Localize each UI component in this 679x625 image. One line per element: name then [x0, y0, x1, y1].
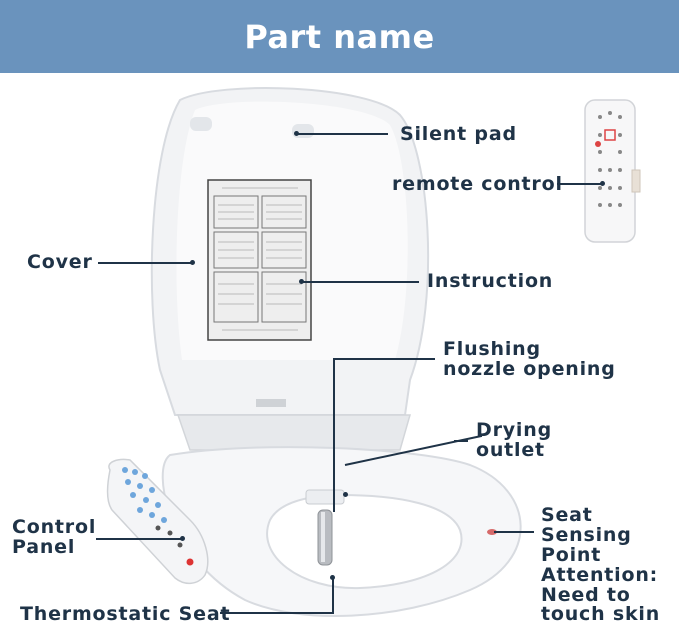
label-thermostatic-seat: Thermostatic Seat: [20, 603, 231, 625]
cover-dot: [190, 260, 195, 265]
control-dot: [180, 536, 185, 541]
label-instruction: Instruction: [427, 270, 554, 292]
label-control-line2: Panel: [12, 536, 76, 558]
seat-line: [494, 531, 534, 533]
label-flushing-line2: nozzle opening: [443, 358, 616, 380]
label-drying-line1: Drying: [476, 419, 552, 441]
label-seat-line2: Sensing: [541, 524, 632, 546]
thermostatic-dot: [330, 575, 335, 580]
silent-pad-line: [296, 133, 388, 135]
instruction-sticker: [207, 179, 312, 341]
control-line: [96, 538, 182, 540]
instruction-line: [301, 281, 419, 283]
cover-line: [98, 262, 194, 264]
drying-dot: [343, 492, 348, 497]
flushing-line-h: [333, 358, 435, 360]
flushing-line-v: [333, 358, 335, 512]
sensing-point: [487, 529, 497, 535]
label-seat-line5: Need to: [541, 584, 631, 606]
page-title: Part name: [244, 17, 435, 56]
toilet-seat-illustration: [106, 87, 641, 618]
label-flushing-line1: Flushing: [443, 338, 541, 360]
label-seat-line6: touch skin: [541, 603, 661, 625]
label-seat-line4: Attention:: [541, 564, 659, 586]
silent-pad-left: [190, 117, 212, 131]
label-control-line1: Control: [12, 516, 97, 538]
label-seat-line3: Point: [541, 544, 602, 566]
thermostatic-line-h: [220, 612, 334, 614]
label-silent-pad: Silent pad: [400, 123, 517, 145]
remote-line: [557, 183, 602, 185]
thermostatic-line-v: [332, 578, 334, 614]
label-seat-line1: Seat: [541, 504, 593, 526]
control-panel-shape: [106, 458, 209, 584]
remote-dot: [600, 181, 605, 186]
label-cover: Cover: [27, 251, 93, 273]
page-header: Part name: [0, 0, 679, 73]
label-drying-line2: outlet: [476, 439, 545, 461]
label-remote-control: remote control: [392, 173, 563, 195]
